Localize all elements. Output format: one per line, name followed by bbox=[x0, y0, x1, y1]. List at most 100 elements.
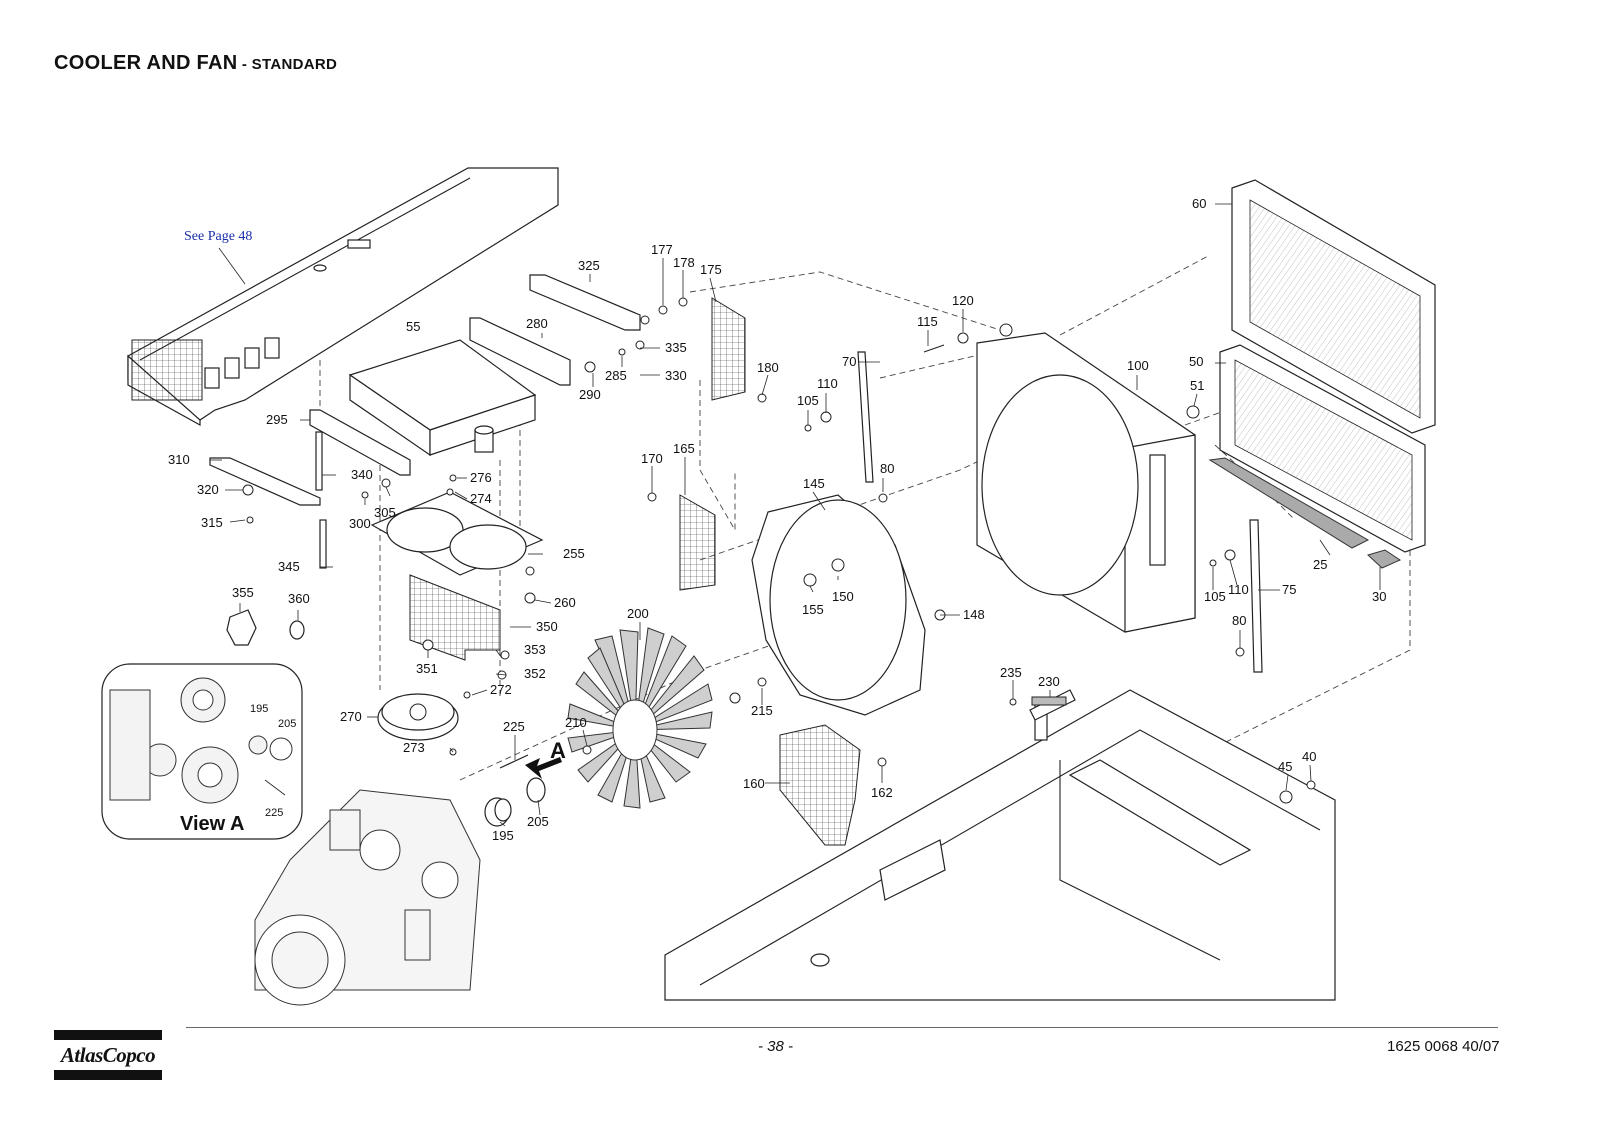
part-label: 230 bbox=[1038, 674, 1060, 689]
part-label: 345 bbox=[278, 559, 300, 574]
mesh-guard-165 bbox=[679, 494, 716, 591]
part-label: 325 bbox=[578, 258, 600, 273]
part-label: 110 bbox=[817, 376, 838, 391]
part-label: 75 bbox=[1282, 582, 1296, 597]
mesh-guard-175 bbox=[711, 297, 746, 401]
logo-bar-bottom bbox=[54, 1070, 162, 1080]
part-label: 165 bbox=[673, 441, 695, 456]
part-label: 285 bbox=[605, 368, 627, 383]
page-number: - 38 - bbox=[758, 1038, 794, 1055]
canopy-cover bbox=[127, 167, 559, 427]
see-page-note: See Page 48 bbox=[184, 229, 252, 244]
leader-lines bbox=[210, 203, 1381, 827]
part-label: 100 bbox=[1127, 358, 1149, 373]
engine bbox=[254, 789, 481, 1006]
small-hardware bbox=[242, 297, 1316, 804]
part-label: 115 bbox=[917, 314, 938, 329]
part-label: 360 bbox=[288, 591, 310, 606]
view-a-part-label: 225 bbox=[265, 807, 283, 819]
part-label: 160 bbox=[743, 776, 765, 791]
part-label: 145 bbox=[803, 476, 825, 491]
part-label: 150 bbox=[832, 589, 854, 604]
coupling-195 bbox=[484, 797, 512, 827]
part-label: 350 bbox=[536, 619, 558, 634]
part-label: 155 bbox=[802, 602, 824, 617]
oil-cooler-55 bbox=[348, 339, 537, 457]
part-label: 270 bbox=[340, 709, 362, 724]
logo-bar-top bbox=[54, 1030, 162, 1040]
bracket-280 bbox=[469, 317, 571, 386]
part-label: 320 bbox=[197, 482, 219, 497]
part-label: 200 bbox=[627, 606, 649, 621]
part-label: 272 bbox=[490, 682, 512, 697]
part-label: 315 bbox=[201, 515, 223, 530]
part-label: 255 bbox=[563, 546, 585, 561]
part-number-labels: 25 30 40 45 50 51 55 60 70 75 80 80 100 … bbox=[168, 196, 1386, 843]
stay-rod-310 bbox=[209, 457, 321, 506]
part-label: 148 bbox=[963, 607, 985, 622]
part-label: 105 bbox=[797, 393, 819, 408]
part-label: 50 bbox=[1189, 354, 1203, 369]
part-label: 177 bbox=[651, 242, 673, 257]
part-label: 335 bbox=[665, 340, 687, 355]
part-label: 260 bbox=[554, 595, 576, 610]
logo-wordmark: AtlasCopco bbox=[60, 1043, 156, 1067]
part-label: 205 bbox=[527, 814, 549, 829]
part-label: 70 bbox=[842, 354, 856, 369]
part-label: 105 bbox=[1204, 589, 1226, 604]
part-label: 162 bbox=[871, 785, 893, 800]
exploded-parts-diagram: View A 195 205 225 A bbox=[101, 167, 1436, 1006]
part-label: 110 bbox=[1228, 582, 1249, 597]
part-label: 215 bbox=[751, 703, 773, 718]
part-label: 45 bbox=[1278, 759, 1292, 774]
part-label: 273 bbox=[403, 740, 425, 755]
part-label: 178 bbox=[673, 255, 695, 270]
view-a-label: View A bbox=[180, 813, 244, 835]
rod-340 bbox=[315, 431, 323, 491]
bracket-355 bbox=[226, 609, 257, 646]
part-label: 235 bbox=[1000, 665, 1022, 680]
cooler-50 bbox=[1219, 344, 1426, 553]
part-label: 355 bbox=[232, 585, 254, 600]
part-label: 80 bbox=[880, 461, 894, 476]
part-label: 60 bbox=[1192, 196, 1206, 211]
part-label: 352 bbox=[524, 666, 546, 681]
part-label: 351 bbox=[416, 661, 438, 676]
part-label: 170 bbox=[641, 451, 663, 466]
part-label: 310 bbox=[168, 452, 190, 467]
part-label: 40 bbox=[1302, 749, 1316, 764]
bracket-295 bbox=[309, 409, 411, 476]
view-a-arrow bbox=[525, 757, 562, 779]
part-label: 300 bbox=[349, 516, 371, 531]
bracket-70 bbox=[857, 351, 874, 483]
part-label: 55 bbox=[406, 319, 420, 334]
atlas-copco-logo: AtlasCopco bbox=[54, 1030, 162, 1080]
part-label: 120 bbox=[952, 293, 974, 308]
fan-200 bbox=[567, 627, 713, 809]
part-label: 175 bbox=[700, 262, 722, 277]
part-label: 195 bbox=[492, 828, 514, 843]
mesh-guard-350 bbox=[409, 574, 501, 661]
document-code: 1625 0068 40/07 bbox=[1387, 1038, 1500, 1055]
fan-plate-255 bbox=[370, 491, 544, 576]
part-label: 353 bbox=[524, 642, 546, 657]
bolt-345 bbox=[319, 519, 327, 569]
part-label: 51 bbox=[1190, 378, 1204, 393]
radiator-frame-100 bbox=[976, 332, 1196, 633]
view-a-arrow-label: A bbox=[550, 738, 566, 763]
footer-divider bbox=[186, 1027, 1498, 1028]
clamp-360 bbox=[289, 620, 305, 640]
fan-shroud-145 bbox=[751, 494, 926, 716]
chassis-frame bbox=[664, 689, 1336, 1001]
part-label: 330 bbox=[665, 368, 687, 383]
part-label: 30 bbox=[1372, 589, 1386, 604]
part-label: 210 bbox=[565, 715, 587, 730]
bracket-75 bbox=[1249, 519, 1263, 673]
part-label: 274 bbox=[470, 491, 492, 506]
view-a-part-label: 205 bbox=[278, 718, 296, 730]
foam-strip-25 bbox=[1208, 457, 1370, 549]
part-label: 25 bbox=[1313, 557, 1327, 572]
part-label: 225 bbox=[503, 719, 525, 734]
coupling-plate-205 bbox=[526, 777, 546, 803]
view-a-inset: View A 195 205 225 bbox=[101, 663, 303, 840]
